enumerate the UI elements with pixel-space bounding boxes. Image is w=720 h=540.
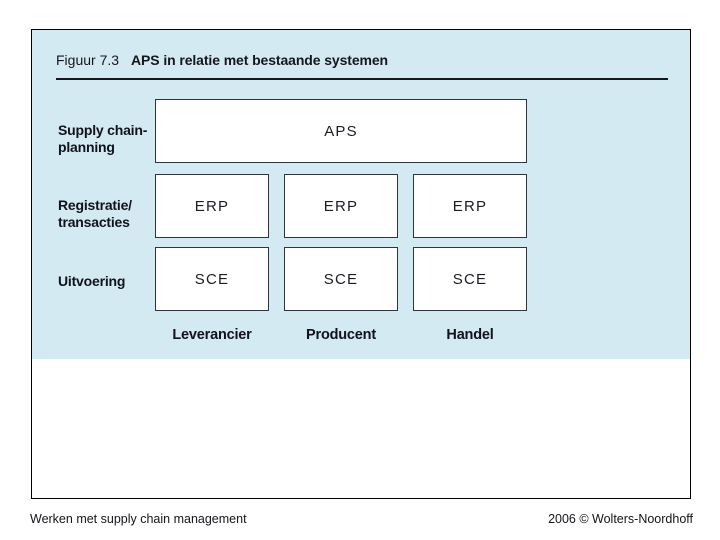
erp-box-handel: ERP — [413, 174, 527, 238]
erp-box-producent: ERP — [284, 174, 398, 238]
aps-box: APS — [155, 99, 527, 163]
content-box: Figuur 7.3 APS in relatie met bestaande s… — [31, 29, 691, 499]
figure-number: Figuur 7.3 — [56, 52, 120, 68]
column-label-handel: Handel — [446, 327, 494, 343]
row-label-supply-chain-planning: Supply chain- planning — [58, 122, 160, 156]
row-label-line: Supply chain- — [58, 122, 148, 138]
figure-header: Figuur 7.3 APS in relatie met bestaande s… — [56, 52, 668, 80]
footer-book-title: Werken met supply chain management — [30, 512, 247, 526]
row-label-line: transacties — [58, 214, 130, 230]
figure-title: APS in relatie met bestaande systemen — [131, 52, 389, 68]
sce-box-producent: SCE — [284, 247, 398, 311]
erp-box-leverancier: ERP — [155, 174, 269, 238]
footer-copyright: 2006 © Wolters-Noordhoff — [548, 512, 693, 526]
row-label-line: Uitvoering — [58, 273, 126, 289]
column-label-producent: Producent — [306, 327, 376, 343]
row-label-line: planning — [58, 139, 115, 155]
row-label-registratie-transacties: Registratie/ transacties — [58, 197, 160, 231]
row-label-uitvoering: Uitvoering — [58, 273, 160, 290]
sce-box-leverancier: SCE — [155, 247, 269, 311]
column-label-leverancier: Leverancier — [172, 327, 252, 343]
sce-box-handel: SCE — [413, 247, 527, 311]
row-label-line: Registratie/ — [58, 197, 132, 213]
figure-panel: Figuur 7.3 APS in relatie met bestaande s… — [32, 30, 690, 359]
